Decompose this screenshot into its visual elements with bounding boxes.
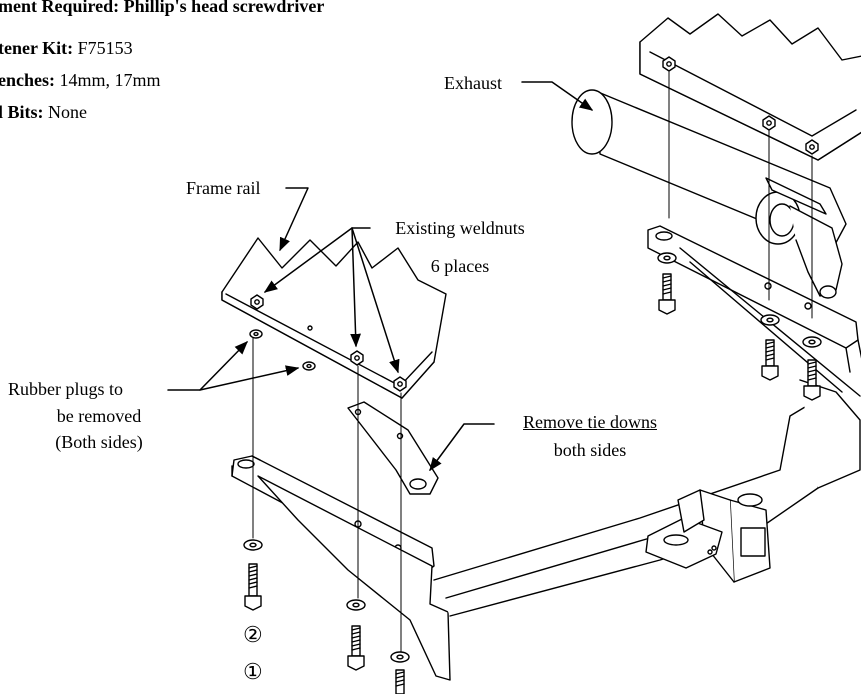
callout-leaders (168, 82, 594, 472)
frame-rail-label: Frame rail (186, 178, 261, 198)
exhaust-muffler (572, 90, 846, 298)
drill-bits-line: l Bits: None (0, 102, 87, 122)
step-1-marker: ① (243, 659, 263, 684)
rubber-plugs-label-3: (Both sides) (55, 432, 143, 452)
bolts (245, 274, 820, 694)
drill-bits-label: l Bits: (0, 102, 44, 122)
receiver-hitch-frame (232, 226, 861, 680)
tie-downs-label-2: both sides (553, 440, 627, 460)
weldnuts-count-label: 6 places (430, 256, 490, 276)
equipment-required-line: ment Required: Phillip's head screwdrive… (0, 0, 325, 16)
tie-downs-label: Remove tie downs (523, 412, 657, 432)
alignment-lines (253, 72, 812, 654)
washers (244, 253, 821, 662)
left-frame-rail (222, 238, 446, 398)
right-frame-rail (640, 14, 861, 160)
left-weldnuts (251, 295, 406, 391)
fastener-kit-label: tener Kit: (0, 38, 74, 58)
weldnuts-label: Existing weldnuts (395, 218, 525, 238)
step-2-marker: ② (243, 622, 263, 647)
rubber-plugs (250, 330, 315, 370)
exhaust-label: Exhaust (444, 73, 502, 93)
wrenches-line: enches: 14mm, 17mm (0, 70, 161, 90)
tie-down-bracket (348, 402, 438, 494)
wrenches-value: 14mm, 17mm (59, 70, 161, 90)
drill-bits-value: None (48, 102, 88, 122)
wrenches-label: enches: (0, 70, 55, 90)
rubber-plugs-label: Rubber plugs to (8, 379, 123, 399)
right-weldnuts (663, 57, 818, 154)
fastener-kit-value: F75153 (77, 38, 133, 58)
fastener-kit-line: tener Kit: F75153 (0, 38, 133, 58)
rubber-plugs-label-2: be removed (56, 406, 142, 426)
